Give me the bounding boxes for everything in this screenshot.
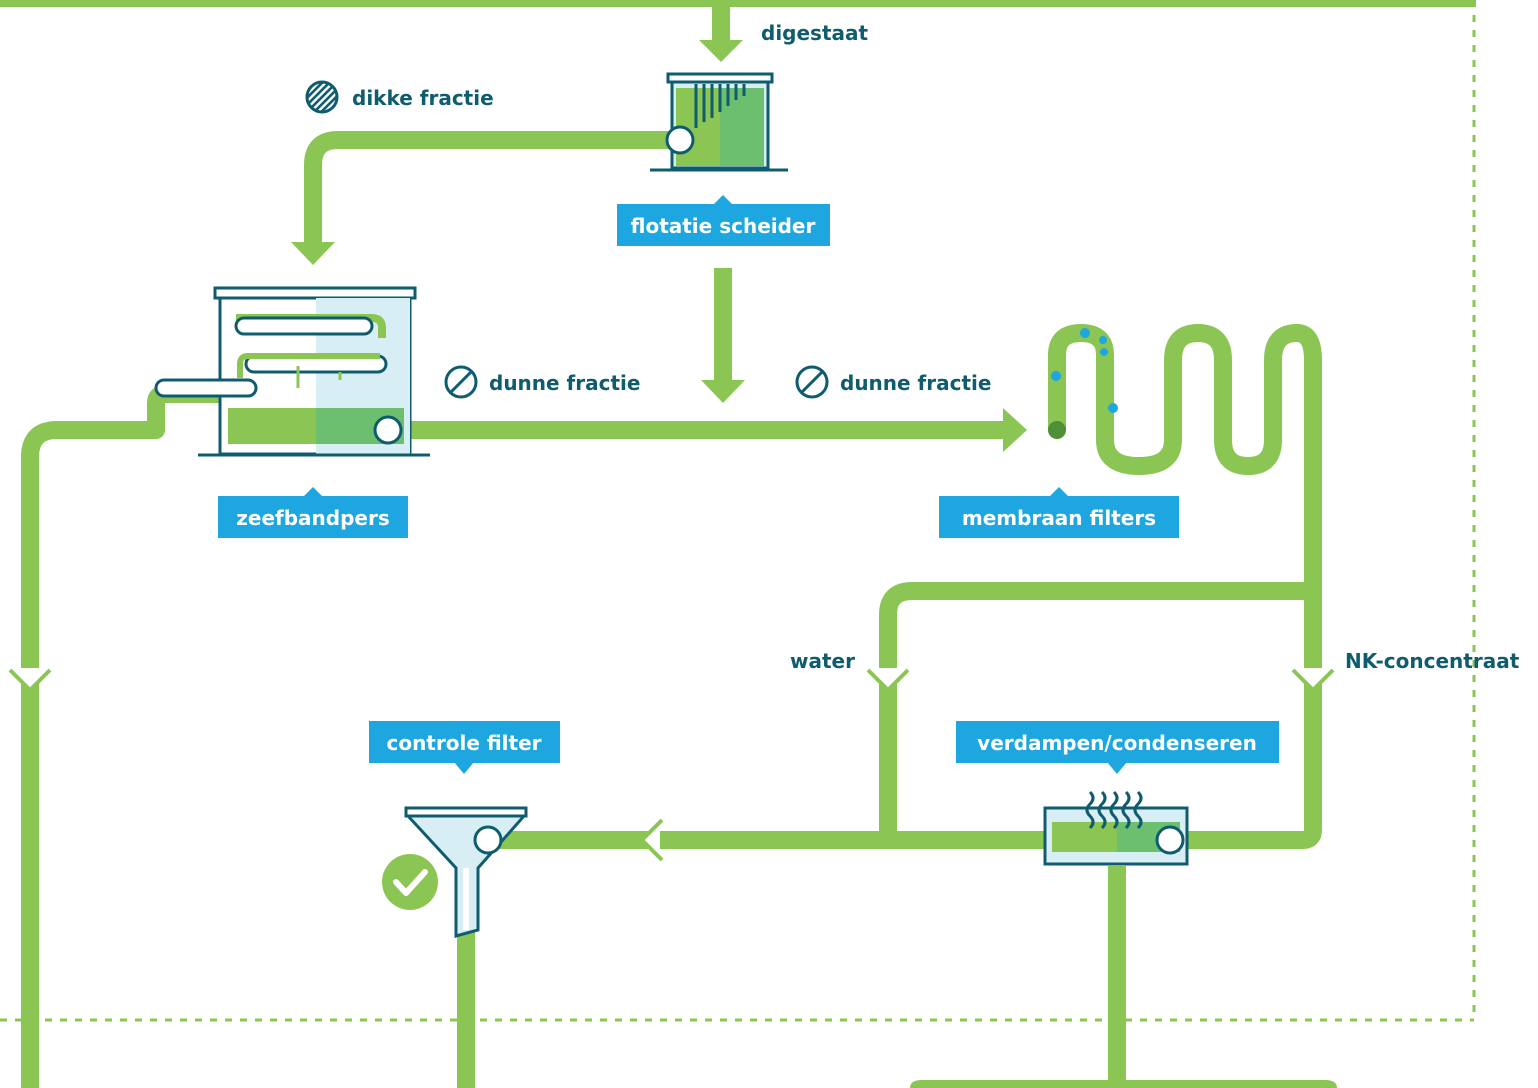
- box-membraan-filters: membraan filters: [939, 487, 1179, 538]
- box-label-verdampen: verdampen/condenseren: [977, 731, 1257, 755]
- hatched-circle-icon: [305, 80, 339, 114]
- label-nk-concentraat: NK-concentraat: [1345, 649, 1520, 673]
- top-pipe: [0, 0, 1476, 7]
- tank-icon: [650, 72, 788, 172]
- box-label-flotatie: flotatie scheider: [631, 214, 816, 238]
- box-label-membraan: membraan filters: [962, 506, 1156, 530]
- label-water: water: [790, 649, 855, 673]
- box-label-zeefbandpers: zeefbandpers: [236, 506, 390, 530]
- checkmark-icon: [382, 854, 438, 910]
- box-flotatie-scheider: flotatie scheider: [617, 195, 830, 246]
- box-controle-filter: controle filter: [369, 721, 560, 774]
- box-zeefbandpers: zeefbandpers: [218, 487, 408, 538]
- belt-press-icon: [154, 286, 430, 457]
- label-digestaat: digestaat: [761, 21, 869, 45]
- box-label-controle: controle filter: [386, 731, 541, 755]
- membrane-coil-icon: [1051, 328, 1118, 413]
- funnel-icon: [404, 806, 528, 938]
- dashed-boundary: [0, 0, 1476, 1022]
- hatched-circle-icon: [795, 365, 829, 399]
- hatched-circle-icon: [444, 365, 478, 399]
- evaporator-icon: [1043, 790, 1189, 866]
- label-dunne-fractie-right: dunne fractie: [840, 371, 991, 395]
- label-dunne-fractie-left: dunne fractie: [489, 371, 640, 395]
- box-verdampen-condenseren: verdampen/condenseren: [956, 721, 1279, 774]
- label-dikke-fractie: dikke fractie: [352, 86, 494, 110]
